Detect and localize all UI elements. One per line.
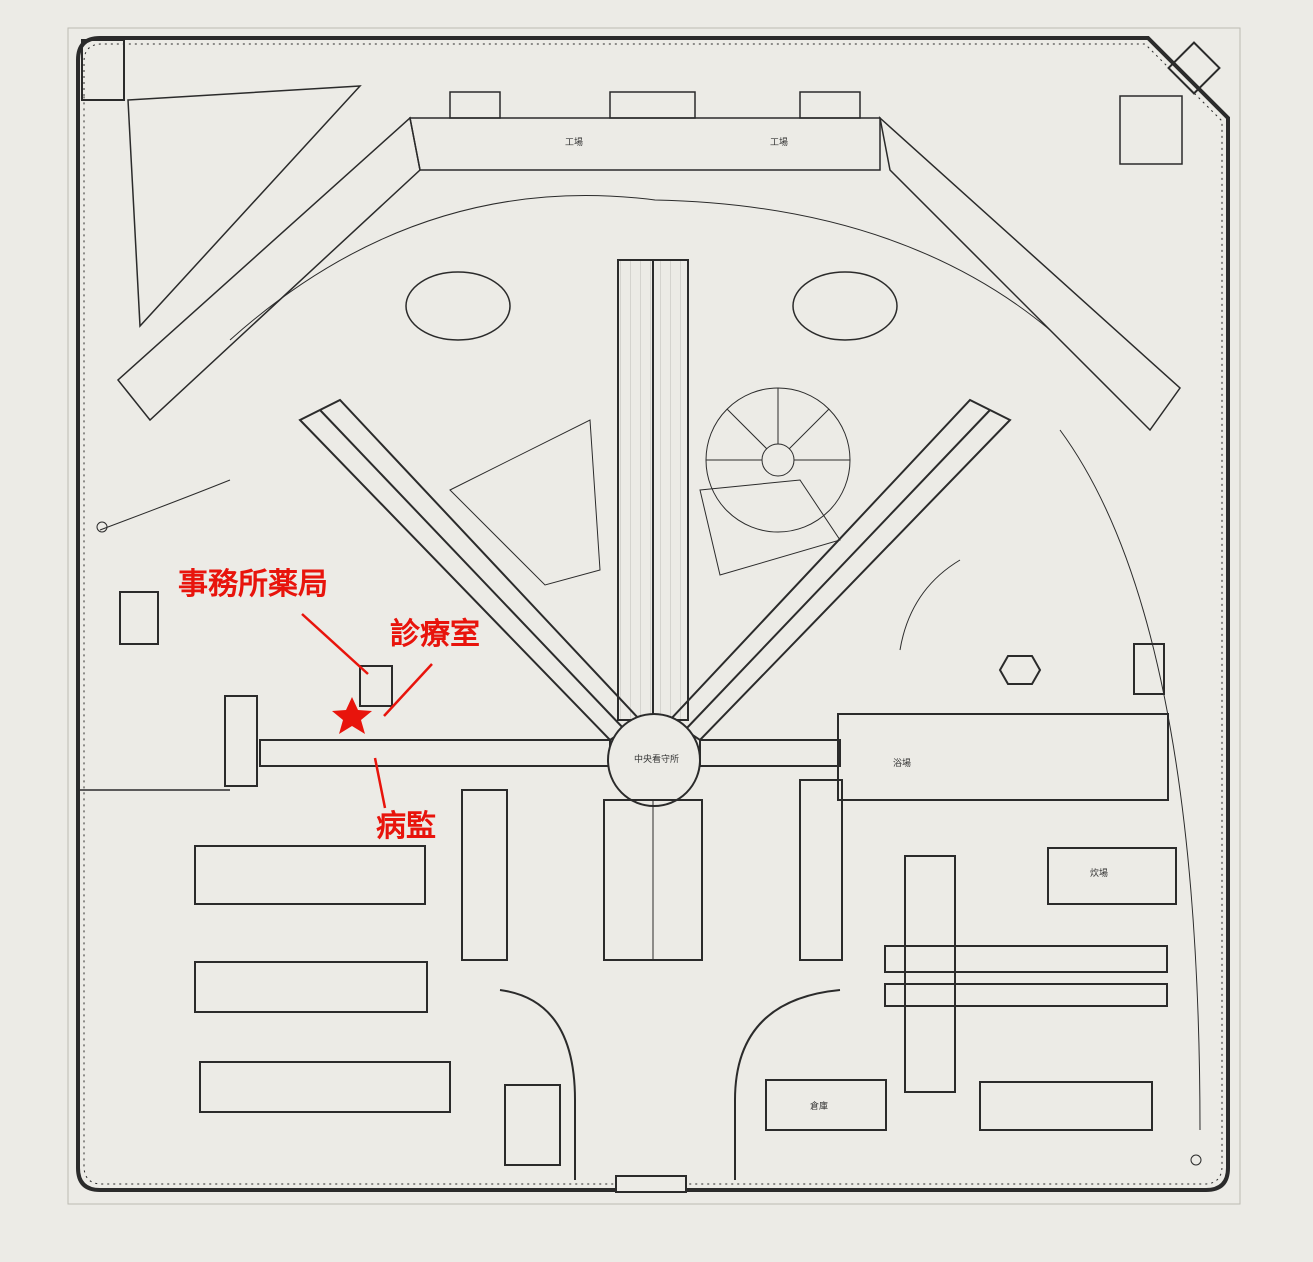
east-buildings xyxy=(765,643,1177,1131)
label-kitchen: 炊場 xyxy=(1090,867,1108,879)
annex-building-topright xyxy=(1119,95,1183,165)
oval-yard-right xyxy=(792,271,898,341)
star-icon xyxy=(332,697,372,734)
label-workshop-2: 工場 xyxy=(770,136,788,148)
gatehouse-topleft xyxy=(81,39,125,101)
watch-tower-topright xyxy=(1167,41,1221,95)
workshop-wing xyxy=(116,91,1181,432)
perimeter-wall xyxy=(76,36,1230,1192)
label-bath: 浴場 xyxy=(893,757,911,769)
fan-yard-left xyxy=(449,419,601,586)
fan-yard-right xyxy=(699,479,841,576)
east-path xyxy=(1059,429,1201,1131)
exercise-path xyxy=(229,195,1051,341)
central-hub xyxy=(607,713,701,807)
annotation-exam-room: 診療室 xyxy=(390,617,480,652)
label-workshop-1: 工場 xyxy=(565,136,583,148)
east-kiosk xyxy=(998,655,1042,685)
radial-cell-blocks xyxy=(259,259,1012,767)
label-center-hub: 中央看守所 xyxy=(634,753,679,765)
label-storage: 倉庫 xyxy=(810,1100,828,1112)
triangle-yard xyxy=(127,85,362,328)
west-buildings xyxy=(119,591,561,1166)
oval-yard-left xyxy=(405,271,511,341)
annotation-office-pharmacy: 事務所薬局 xyxy=(178,567,328,602)
spiral-yard xyxy=(705,387,851,533)
south-arc-left xyxy=(499,989,576,1180)
main-gate xyxy=(615,1175,687,1193)
annotation-sick-ward: 病監 xyxy=(376,809,436,844)
annotation-leaders xyxy=(301,613,433,809)
south-arc-right xyxy=(734,989,841,1180)
